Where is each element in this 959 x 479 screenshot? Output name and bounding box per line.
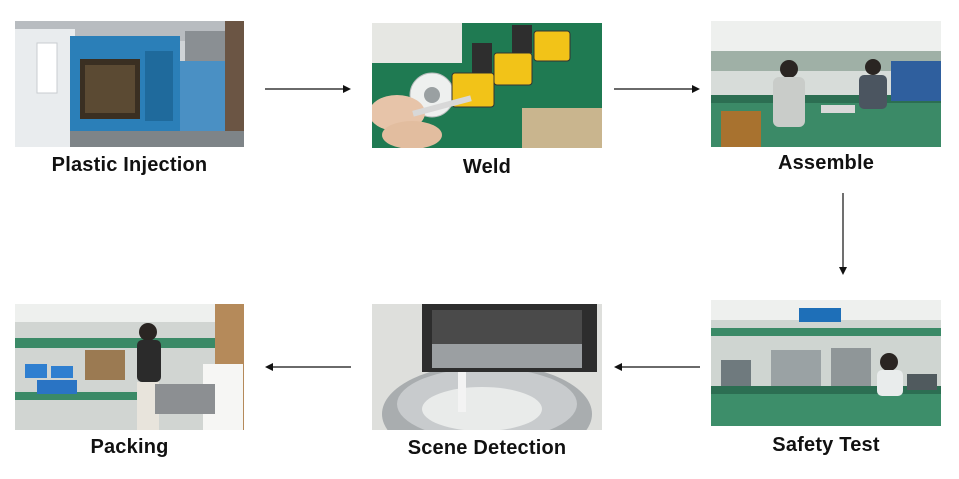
packing-label: Packing: [90, 436, 169, 458]
weld-photo: [372, 23, 602, 148]
weld-label: Weld: [462, 156, 512, 178]
assemble-photo: [711, 21, 941, 147]
assemble-label: Assemble: [777, 152, 875, 174]
scene-detection-label: Scene Detection: [407, 437, 567, 459]
safety-test-photo: [711, 300, 941, 426]
plastic-injection-label: Plastic Injection: [51, 154, 208, 176]
scene-detection-photo: [372, 304, 602, 430]
plastic-injection-photo: [15, 21, 244, 147]
safety-test-label: Safety Test: [772, 434, 880, 456]
arrow-left-icon: [614, 361, 700, 373]
arrow-right-icon: [614, 83, 700, 95]
arrow-down-icon: [837, 193, 849, 275]
arrow-right-icon: [265, 83, 351, 95]
arrow-left-icon: [265, 361, 351, 373]
packing-photo: [15, 304, 244, 430]
